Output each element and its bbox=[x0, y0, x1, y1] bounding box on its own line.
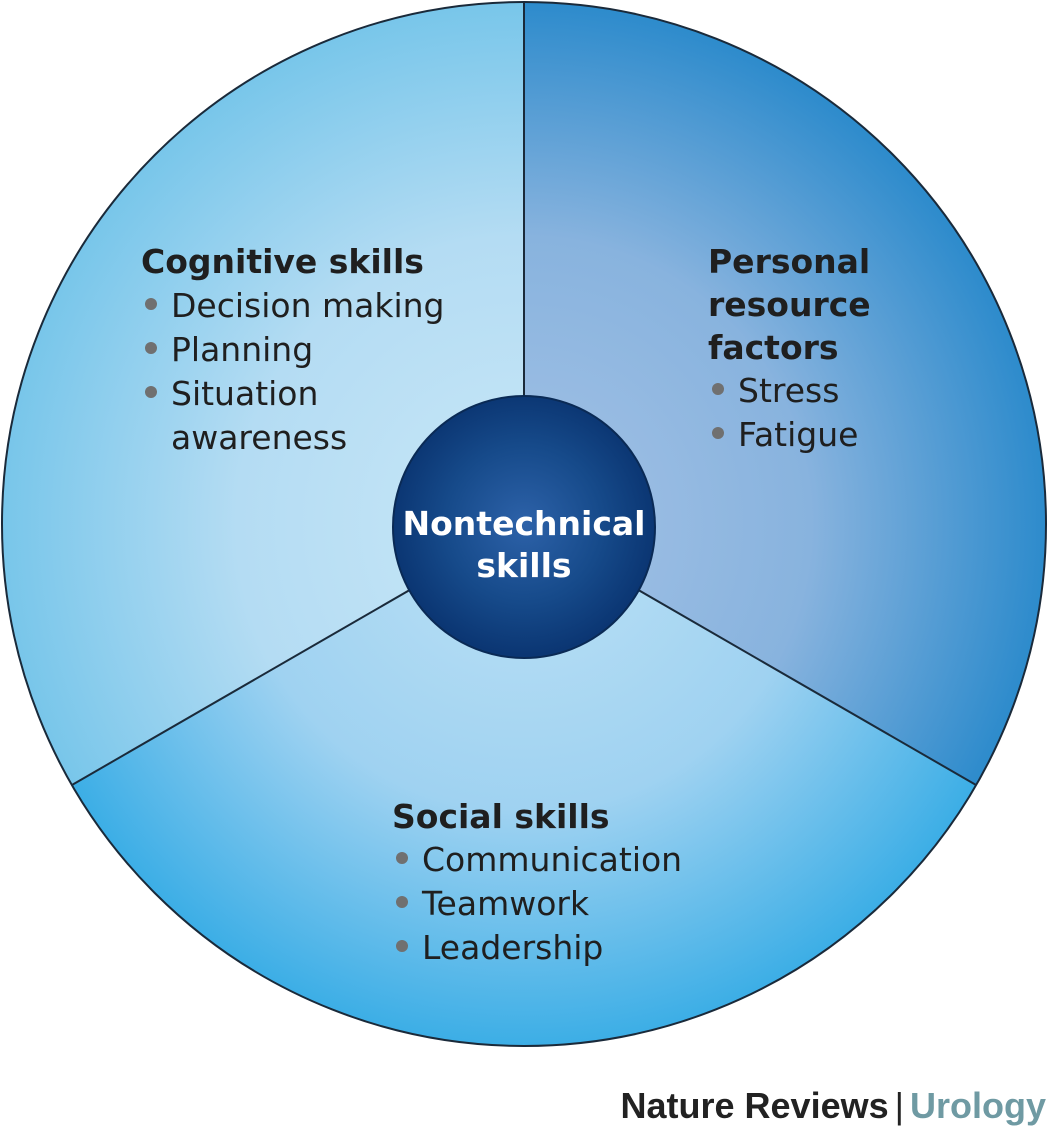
journal-subject: Urology bbox=[909, 1085, 1046, 1126]
bullet-icon bbox=[145, 342, 157, 354]
personal-item-stress: Stress bbox=[738, 371, 839, 410]
bullet-icon bbox=[396, 852, 408, 864]
cognitive-item-planning: Planning bbox=[171, 330, 313, 369]
social-skills-title: Social skills bbox=[392, 797, 610, 836]
journal-separator: | bbox=[894, 1085, 904, 1126]
bullet-icon bbox=[145, 386, 157, 398]
center-label-line2: skills bbox=[476, 546, 571, 585]
outer-circle-outline bbox=[1, 1, 1047, 1047]
sector-personal-resource-factors bbox=[524, 2, 1046, 785]
sector-cognitive-skills bbox=[2, 2, 525, 785]
personal-title-line3: factors bbox=[708, 328, 839, 367]
center-label-line1: Nontechnical bbox=[403, 504, 646, 543]
cognitive-skills-title: Cognitive skills bbox=[141, 242, 424, 281]
cognitive-item-awareness: awareness bbox=[171, 418, 347, 457]
personal-title-line1: Personal bbox=[708, 242, 870, 281]
journal-name: Nature Reviews bbox=[620, 1085, 889, 1126]
personal-title-line2: resource bbox=[708, 285, 871, 324]
journal-credit: Nature Reviews|Urology bbox=[621, 1082, 1047, 1130]
bullet-icon bbox=[145, 298, 157, 310]
bullet-icon bbox=[396, 940, 408, 952]
bullet-icon bbox=[712, 383, 724, 395]
social-item-communication: Communication bbox=[422, 840, 682, 879]
social-item-leadership: Leadership bbox=[422, 928, 603, 967]
cognitive-item-decision-making: Decision making bbox=[171, 286, 445, 325]
social-item-teamwork: Teamwork bbox=[421, 884, 590, 923]
center-circle bbox=[392, 395, 656, 659]
cognitive-item-situation: Situation bbox=[171, 374, 318, 413]
personal-item-fatigue: Fatigue bbox=[738, 415, 858, 454]
sector-social-skills bbox=[71, 524, 977, 1046]
bullet-icon bbox=[396, 896, 408, 908]
bullet-icon bbox=[712, 427, 724, 439]
